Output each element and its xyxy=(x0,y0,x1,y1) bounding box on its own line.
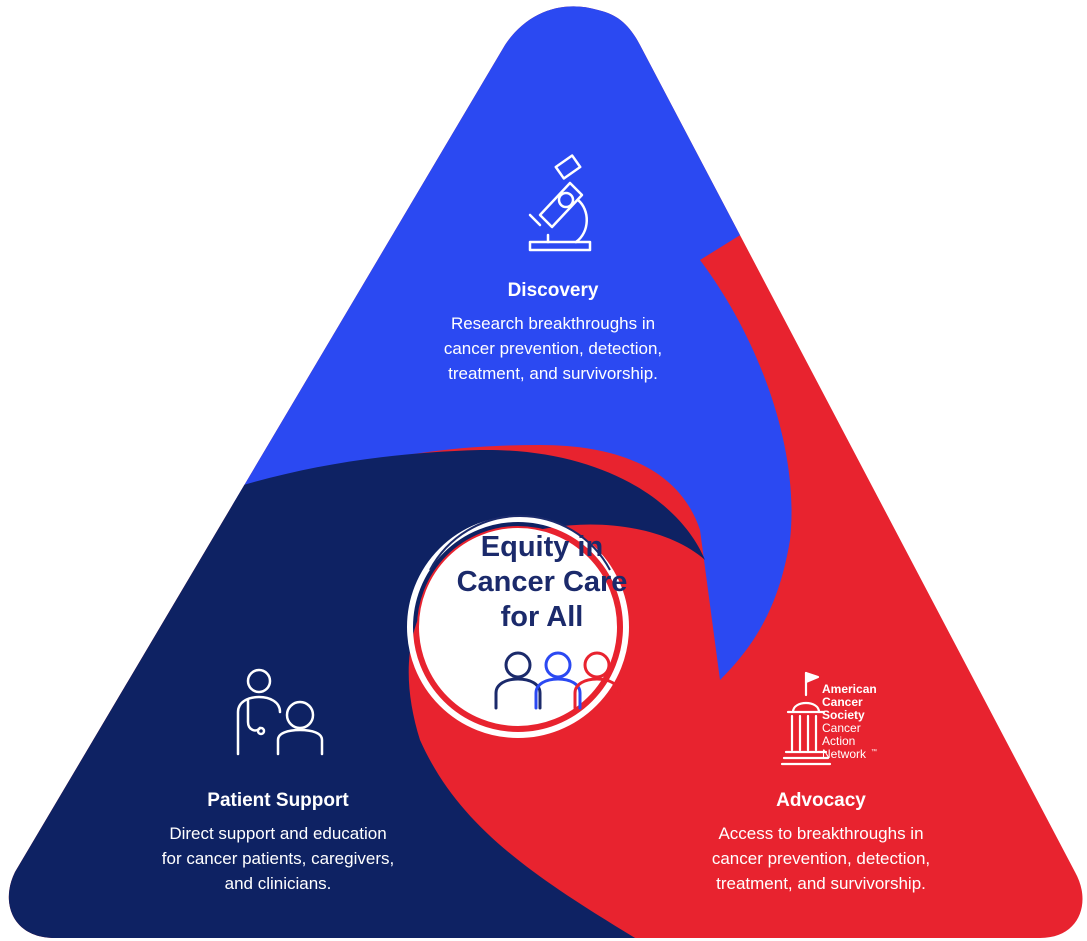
advocacy-line-3: treatment, and survivorship. xyxy=(716,874,926,893)
patient-support-title: Patient Support xyxy=(207,790,349,811)
patient-support-line-2: for cancer patients, caregivers, xyxy=(162,849,394,868)
patient-support-line-1: Direct support and education xyxy=(169,824,386,843)
logo-line-network: Network xyxy=(822,747,867,761)
logo-line-cancer: Cancer xyxy=(822,721,861,735)
logo-line-action: Action xyxy=(822,734,855,748)
discovery-line-3: treatment, and survivorship. xyxy=(448,364,658,383)
center-title-line-3: for All xyxy=(501,601,584,633)
logo-line-society: Society xyxy=(822,708,865,722)
logo-trademark: ™ xyxy=(871,748,877,755)
center-circle-ring xyxy=(407,516,629,738)
advocacy-title: Advocacy xyxy=(776,790,866,811)
doctor-with-patient-icon xyxy=(236,668,324,756)
advocacy-line-1: Access to breakthroughs in xyxy=(718,824,923,843)
discovery-line-1: Research breakthroughs in xyxy=(451,314,655,333)
center-circle xyxy=(417,526,619,728)
patient-support-line-3: and clinicians. xyxy=(225,874,332,893)
logo-line-cancer-bold: Cancer xyxy=(822,695,863,709)
discovery-line-2: cancer prevention, detection, xyxy=(444,339,662,358)
center-title-line-2: Cancer Care xyxy=(457,566,628,598)
advocacy-line-2: cancer prevention, detection, xyxy=(712,849,930,868)
three-people-icon xyxy=(494,651,621,710)
capitol-dome-flag-icon xyxy=(780,671,832,766)
center-ring-accent xyxy=(429,515,611,571)
acs-can-logo: American Cancer Society Cancer Action Ne… xyxy=(822,682,877,761)
logo-line-american: American xyxy=(822,682,877,696)
microscope-icon xyxy=(528,154,592,252)
center-title-line-1: Equity in xyxy=(481,531,603,563)
discovery-title: Discovery xyxy=(508,280,599,301)
